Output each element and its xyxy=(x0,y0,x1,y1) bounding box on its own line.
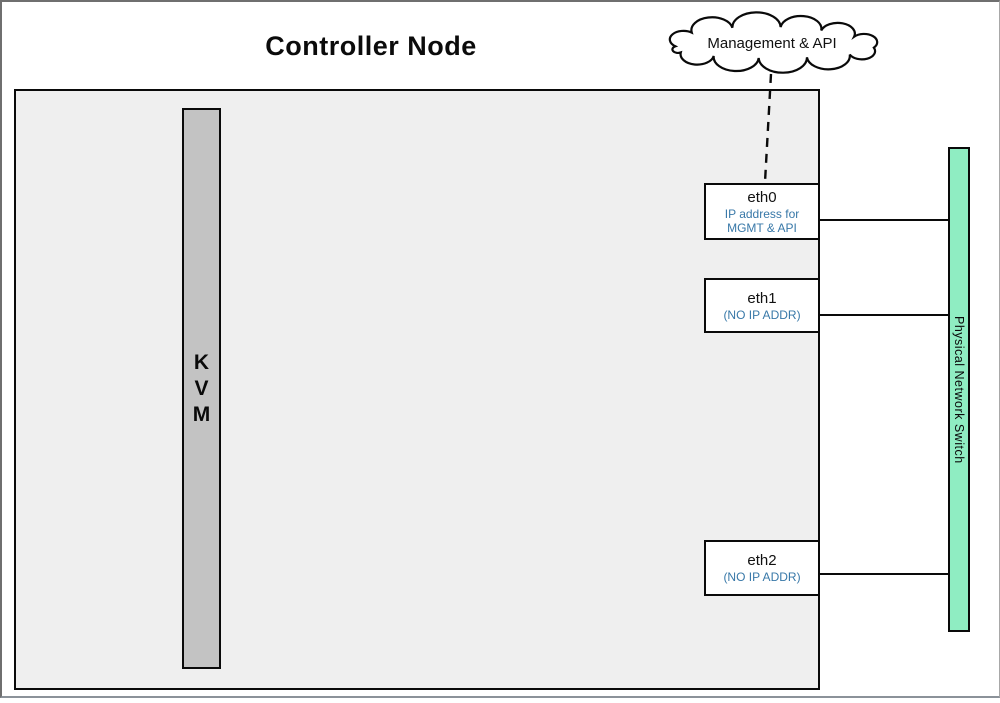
connector-eth1-switch xyxy=(820,314,948,316)
network-switch-bar: Physical Network Switch xyxy=(948,147,970,632)
connector-eth0-switch xyxy=(820,219,948,221)
interface-box-eth2: eth2 (NO IP ADDR) xyxy=(704,540,820,596)
kvm-bar: K V M xyxy=(182,108,221,669)
interface-name: eth0 xyxy=(747,188,777,206)
interface-box-eth1: eth1 (NO IP ADDR) xyxy=(704,278,820,333)
diagram-title: Controller Node xyxy=(265,31,477,61)
connector-eth2-switch xyxy=(820,573,948,575)
interface-subtitle: (NO IP ADDR) xyxy=(723,307,801,322)
interface-subtitle: IP address for MGMT & API xyxy=(724,206,800,235)
interface-name: eth2 xyxy=(747,552,777,569)
switch-label: Physical Network Switch xyxy=(952,315,966,464)
controller-node-box xyxy=(14,89,820,690)
interface-name: eth1 xyxy=(747,289,777,307)
cloud-label: Management & API xyxy=(707,35,837,52)
interface-box-eth0: eth0 IP address for MGMT & API xyxy=(704,183,820,240)
interface-subtitle: (NO IP ADDR) xyxy=(723,570,801,584)
kvm-label: K V M xyxy=(192,350,211,426)
